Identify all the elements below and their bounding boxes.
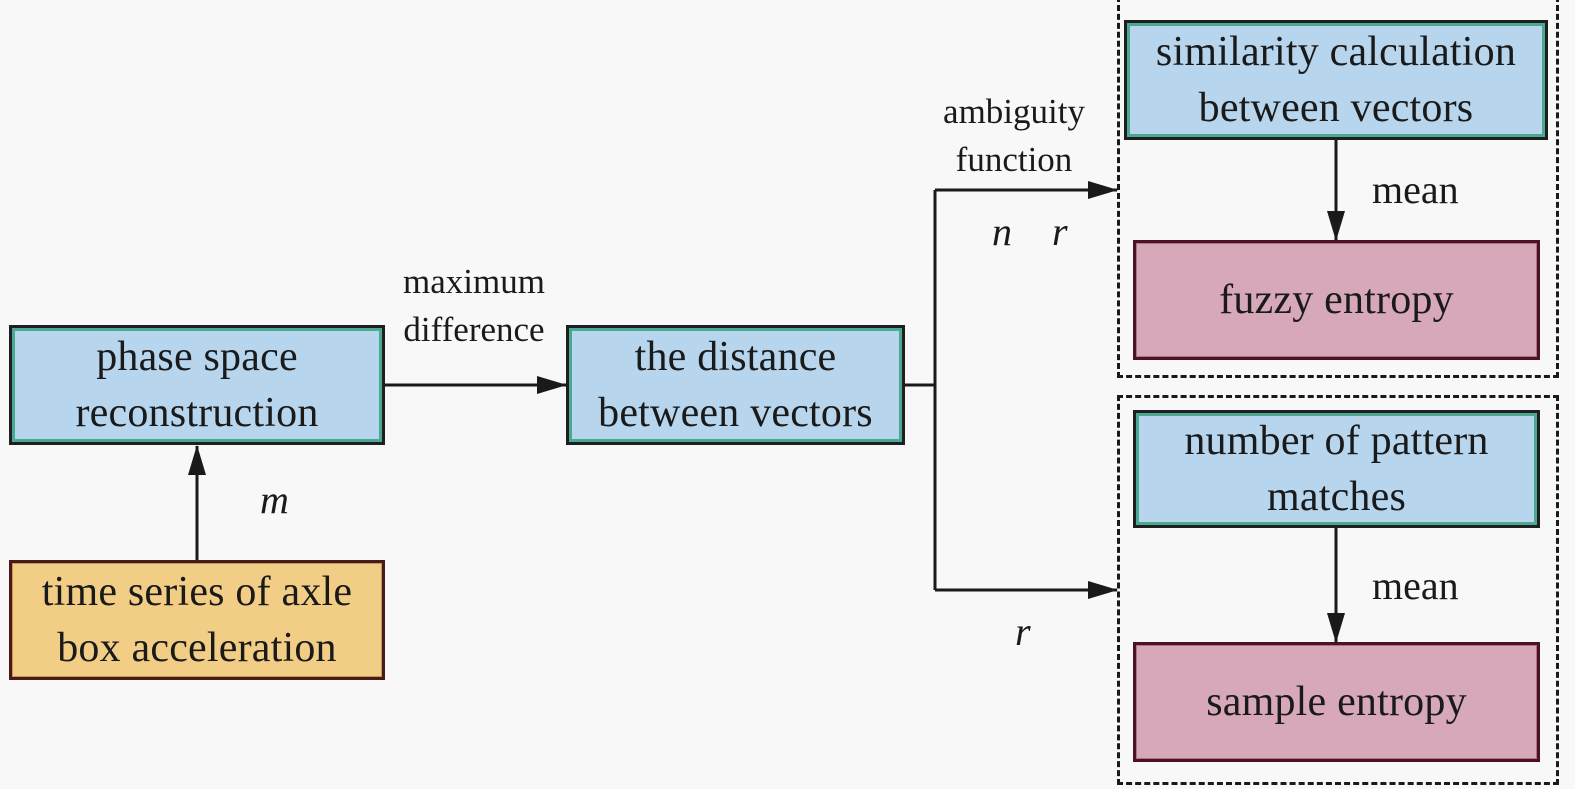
sample-entropy-box: sample entropy xyxy=(1133,642,1540,762)
phase-space-reconstruction-box: phase space reconstruction xyxy=(9,325,385,445)
pattern-matches-box: number of pattern matches xyxy=(1133,410,1540,528)
distance-between-vectors-box: the distance between vectors xyxy=(566,325,905,445)
distance-between-vectors-text: the distance between vectors xyxy=(598,334,873,436)
time-series-text: time series of axle box acceleration xyxy=(41,569,353,671)
phase-space-reconstruction-text: phase space reconstruction xyxy=(75,334,319,436)
time-series-box: time series of axle box acceleration xyxy=(9,560,385,680)
fuzzy-entropy-text: fuzzy entropy xyxy=(1219,277,1454,323)
parameter-n: n xyxy=(992,209,1012,254)
ambiguity-function-label: ambiguity function xyxy=(943,92,1085,179)
mean-label-fuzzy: mean xyxy=(1372,167,1459,212)
fuzzy-entropy-group xyxy=(1117,0,1559,378)
parameter-m: m xyxy=(260,477,289,522)
sample-entropy-group xyxy=(1117,395,1559,785)
sample-entropy-text: sample entropy xyxy=(1206,679,1467,725)
parameter-r-sample: r xyxy=(1015,609,1031,654)
maximum-difference-label: maximum difference xyxy=(403,262,545,349)
similarity-calculation-box: similarity calculation between vectors xyxy=(1124,20,1548,140)
fuzzy-entropy-box: fuzzy entropy xyxy=(1133,240,1540,360)
pattern-matches-text: number of pattern matches xyxy=(1184,418,1489,520)
parameter-r-fuzzy: r xyxy=(1052,209,1068,254)
mean-label-sample: mean xyxy=(1372,563,1459,608)
similarity-calculation-text: similarity calculation between vectors xyxy=(1155,29,1517,131)
